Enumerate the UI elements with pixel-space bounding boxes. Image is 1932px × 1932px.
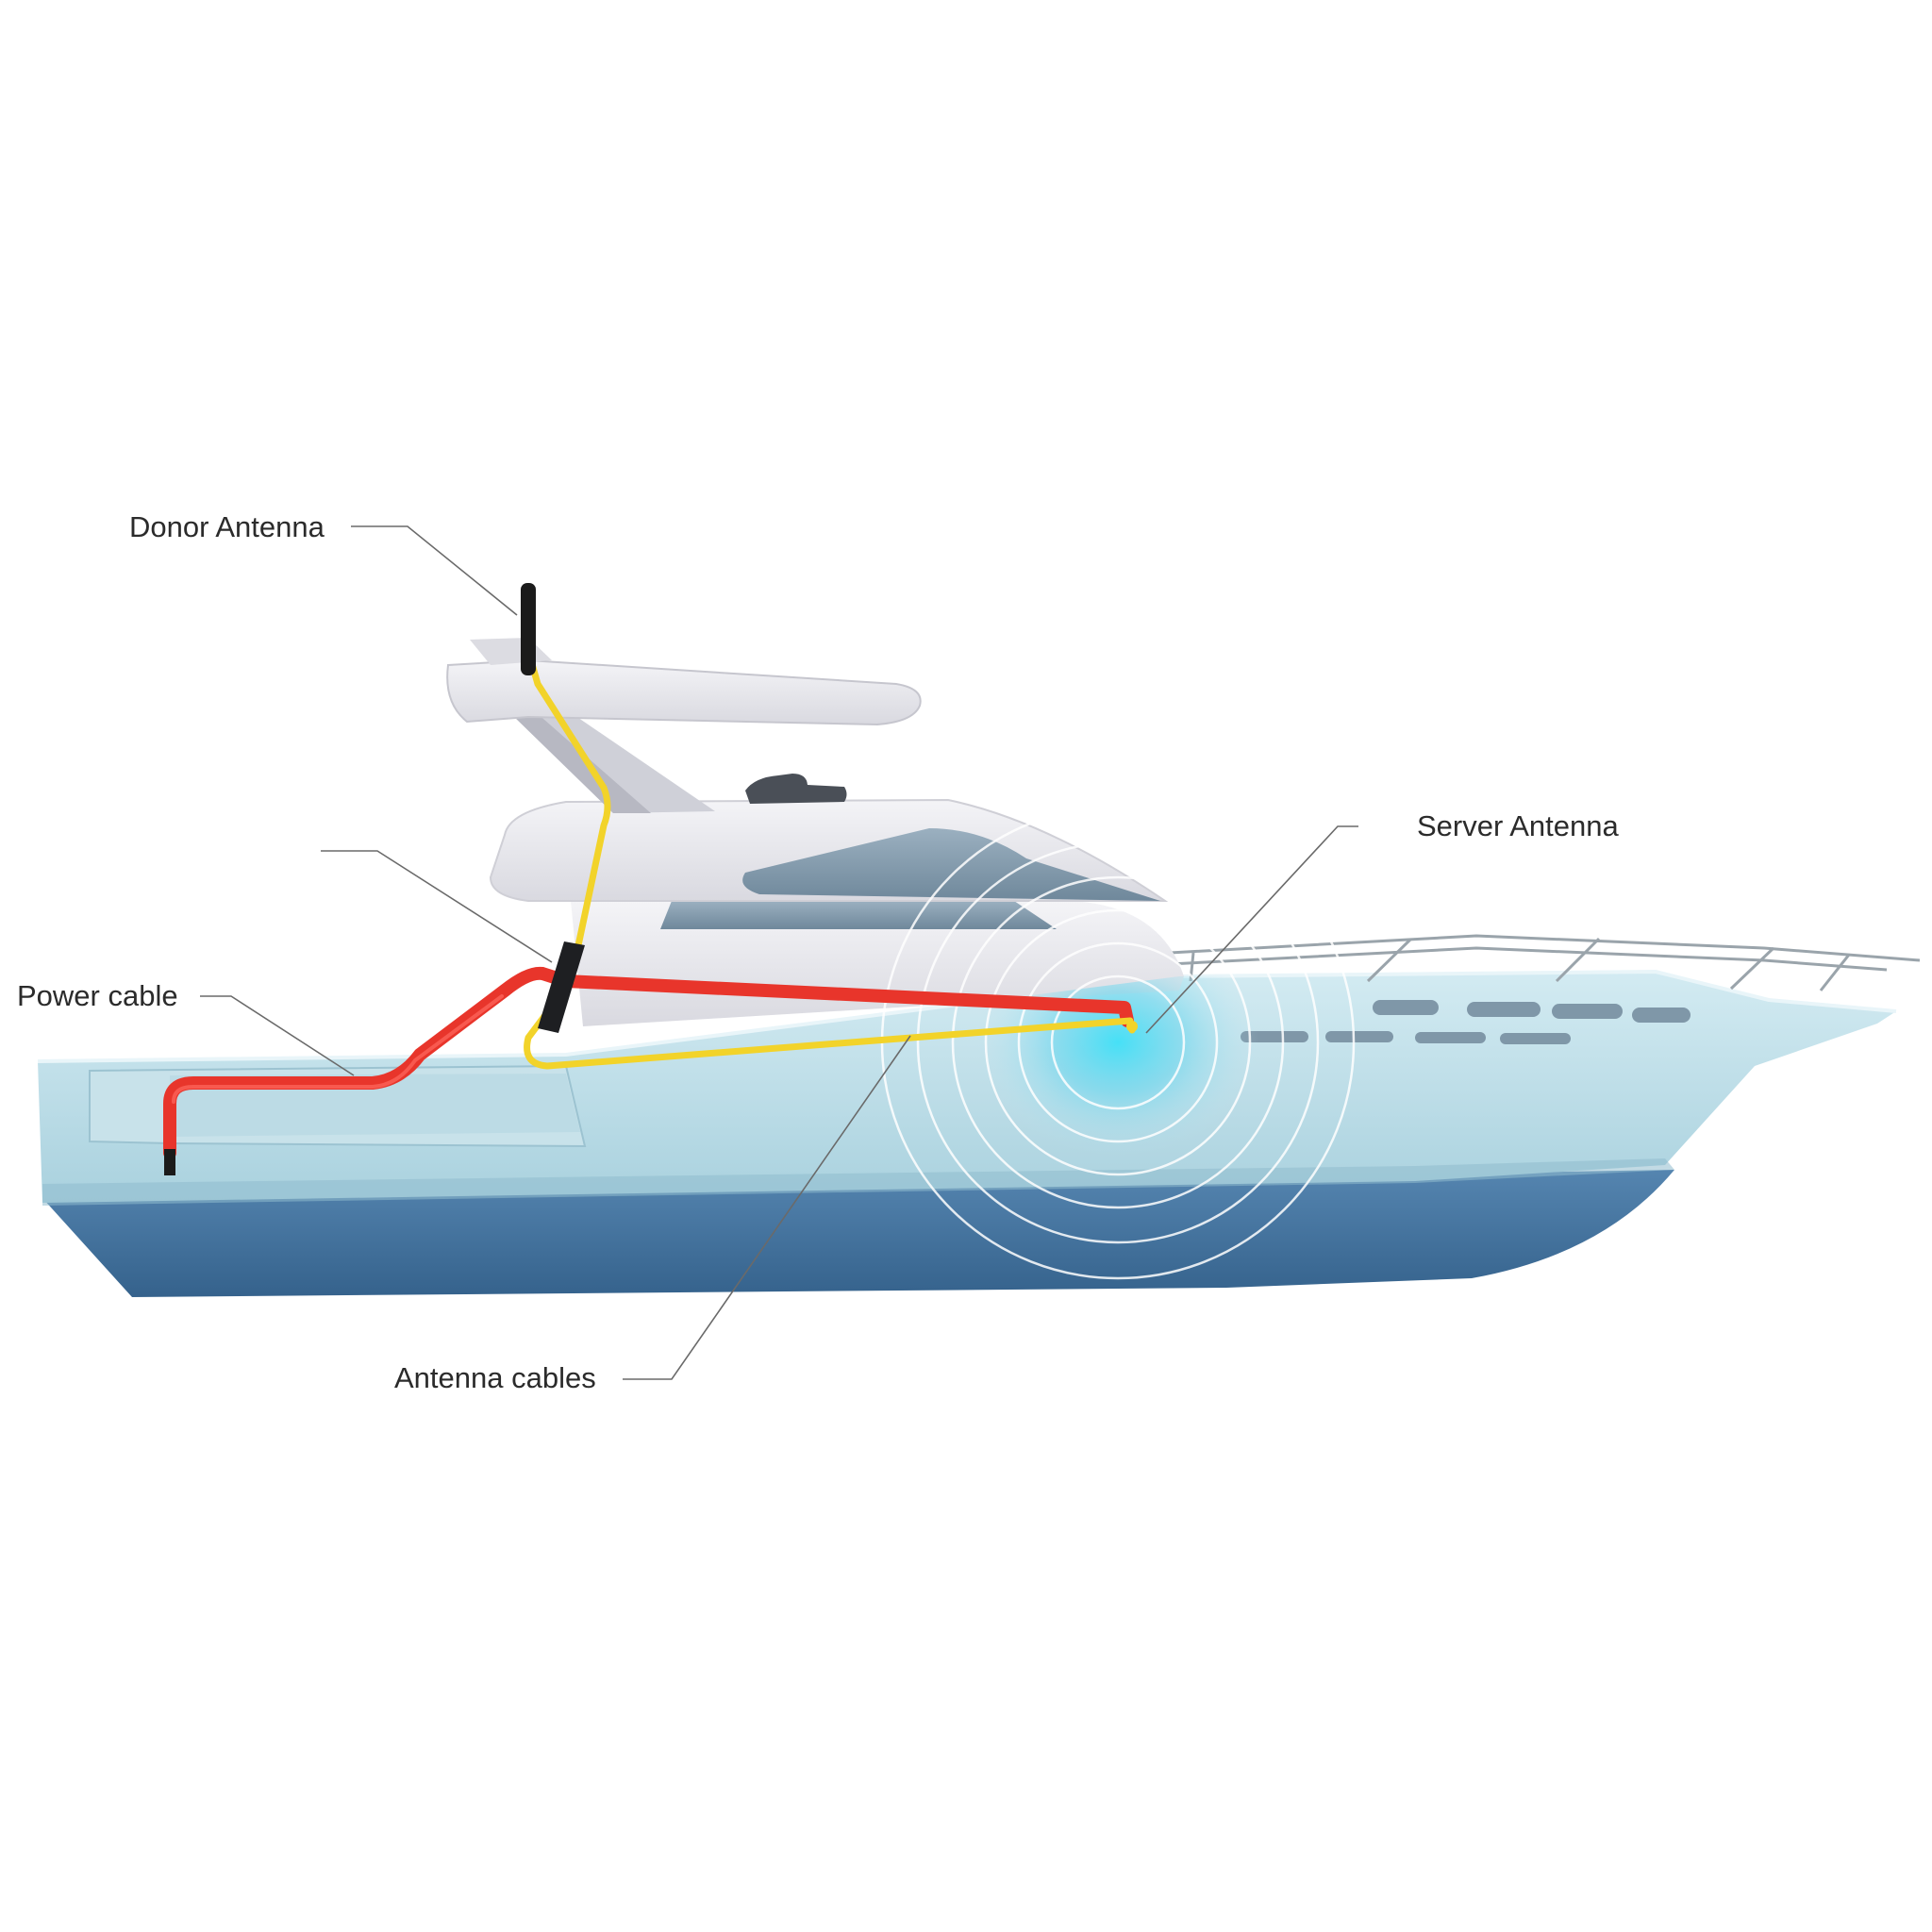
hull-lower xyxy=(42,1170,1674,1297)
donor-antenna-label: Donor Antenna xyxy=(129,510,325,543)
hardtop-top xyxy=(470,638,552,665)
mast-arch-shade xyxy=(509,712,651,813)
power-cable-leader xyxy=(321,850,553,963)
bow-railing xyxy=(1169,934,1921,991)
server-antenna-icon xyxy=(1126,1021,1138,1032)
leader-lines xyxy=(200,525,1358,1380)
antenna-cables-leader xyxy=(623,1035,911,1380)
hardtop-roof xyxy=(446,658,922,726)
antenna-cables-label: Antenna cables xyxy=(394,1361,596,1394)
hull-shadow-band xyxy=(42,1158,1674,1206)
boat-icon xyxy=(37,583,1921,1297)
booster-unit xyxy=(538,941,585,1033)
cabin-window xyxy=(660,901,1057,929)
power-cable-label: Power cable xyxy=(17,979,178,1012)
deck-line xyxy=(37,969,1897,1063)
server-antenna-label: Server Antenna xyxy=(1417,809,1619,842)
portholes xyxy=(1241,1000,1690,1044)
power-cable-highlight xyxy=(172,994,504,1104)
donor-antenna-leader xyxy=(351,525,518,616)
power-cable-lower-leader xyxy=(200,995,355,1076)
helm-seat xyxy=(745,774,847,804)
server-antenna-leader xyxy=(1145,825,1358,1034)
donor-antenna-icon xyxy=(521,583,536,675)
power-plug xyxy=(164,1149,175,1175)
windshield xyxy=(742,828,1160,901)
